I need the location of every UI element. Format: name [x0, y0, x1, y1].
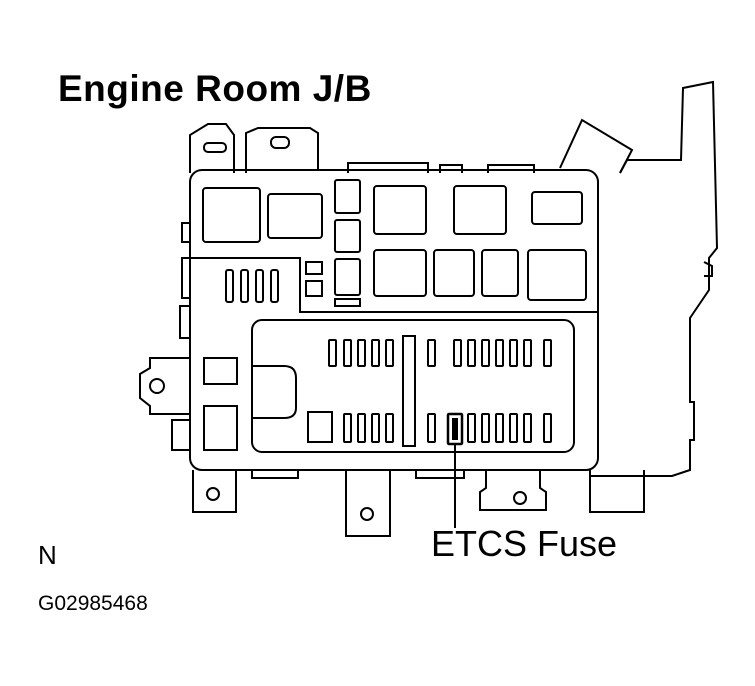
left-bracket: [140, 358, 190, 414]
etcs-fuse: [452, 418, 458, 440]
fuse-panel-divider: [190, 258, 598, 312]
bolt-hole: [207, 488, 219, 500]
fuse-row-upper: [329, 340, 551, 366]
mounting-arm: [590, 82, 717, 476]
fuse-row-lower: [344, 414, 551, 442]
top-left-bracket: [190, 124, 234, 173]
fuse: [335, 259, 360, 295]
mini-fuse: [241, 270, 248, 302]
relay: [374, 250, 426, 296]
figure-code: G02985468: [38, 592, 148, 615]
top-center-bracket: [246, 128, 318, 173]
fuse: [306, 262, 322, 274]
orientation-mark: N: [38, 540, 57, 570]
fuse: [335, 299, 360, 306]
top-notch: [348, 163, 534, 173]
relay: [482, 250, 518, 296]
relay: [434, 250, 474, 296]
etcs-fuse-label: ETCS Fuse: [431, 523, 618, 564]
bolt-hole: [361, 508, 373, 520]
bolt-slot: [204, 143, 226, 152]
bottom-center-bracket: [346, 470, 390, 536]
fuse: [306, 281, 322, 296]
mini-fuse: [226, 270, 233, 302]
connector: [204, 406, 237, 450]
bottom-right-bracket: [480, 470, 546, 510]
relay: [532, 192, 582, 224]
harness-tab: [560, 120, 632, 173]
mini-fuse: [256, 270, 263, 302]
fuse: [335, 180, 360, 213]
relay: [203, 188, 260, 242]
fuse-puller-bar: [403, 336, 415, 446]
bolt-hole: [514, 492, 526, 504]
relay: [528, 250, 586, 300]
relay: [268, 194, 322, 238]
bottom-connector: [590, 470, 644, 512]
fuse-panel: [252, 320, 574, 452]
bottom-left-bracket: [193, 470, 236, 512]
connector: [204, 358, 237, 384]
junction-block-housing: [190, 170, 598, 470]
mini-fuse: [271, 270, 278, 302]
bolt-slot: [271, 137, 289, 148]
bolt-hole: [150, 379, 164, 393]
connector: [308, 412, 332, 442]
fuse-panel-cover: [252, 366, 296, 418]
diagram-title: Engine Room J/B: [58, 68, 372, 109]
relay: [374, 186, 426, 234]
fuse: [335, 220, 360, 252]
relay: [454, 186, 506, 234]
